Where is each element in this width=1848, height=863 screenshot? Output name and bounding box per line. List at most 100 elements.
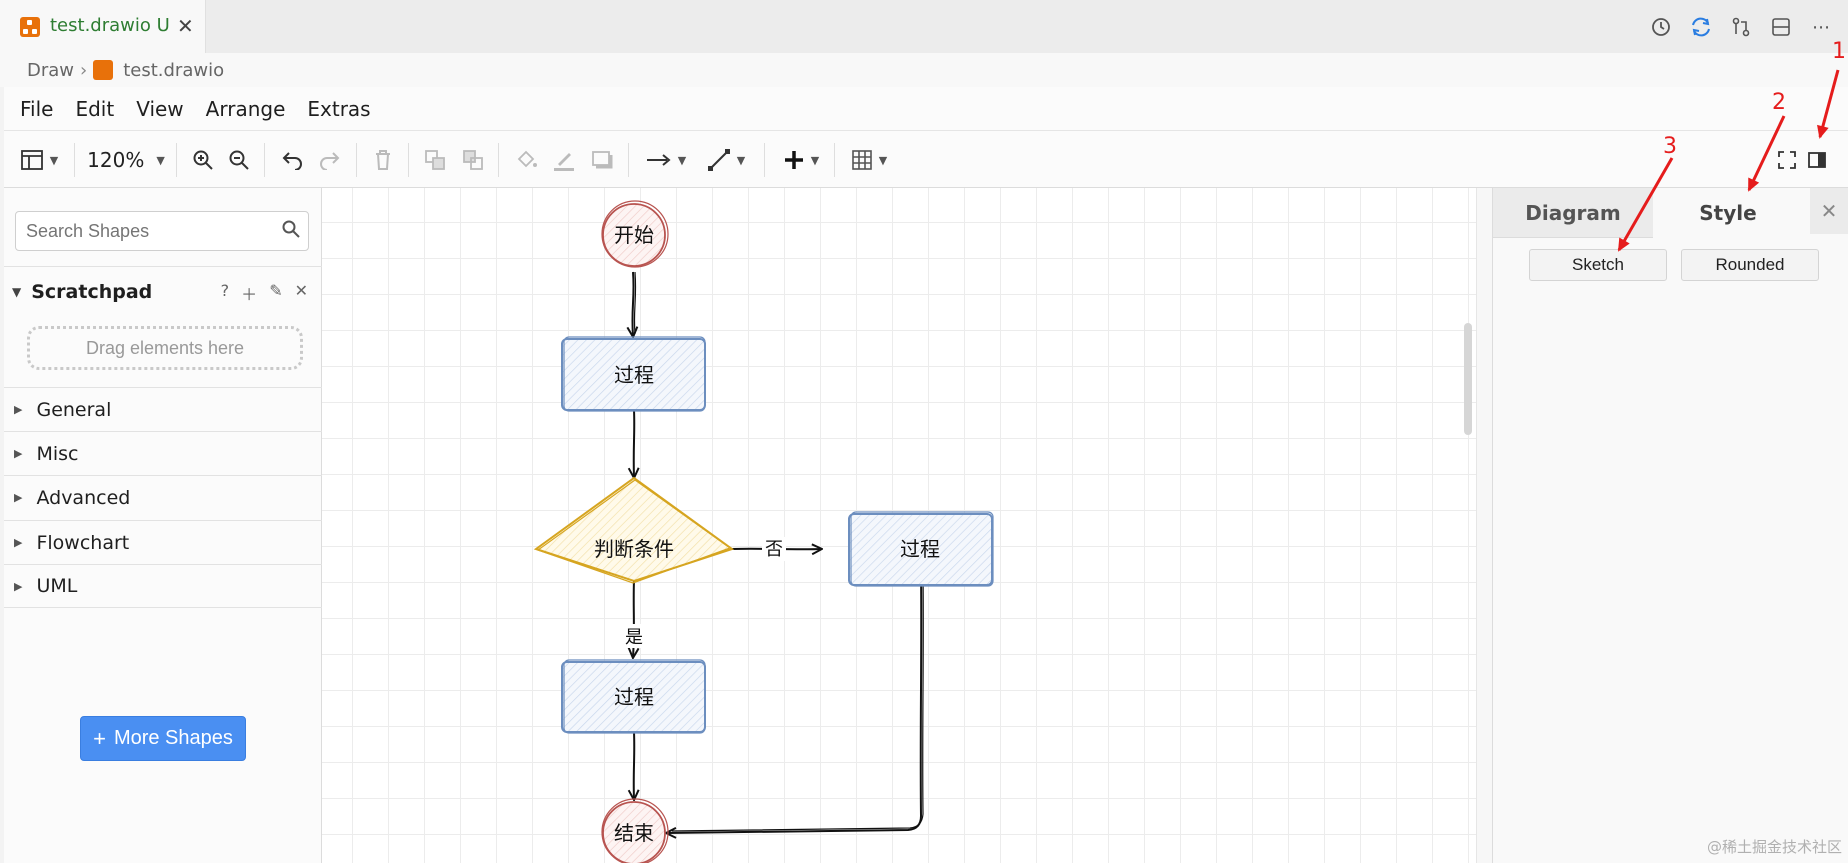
to-back-icon[interactable] [460,144,486,176]
shapes-sidebar: ▼ Scratchpad ? ＋ ✎ ✕ Drag elements here … [4,188,322,863]
edge-process-to-decision[interactable] [634,409,635,477]
connection-style-button[interactable]: ▼ [642,144,690,176]
edge-label-no: 否 [765,539,783,560]
canvas-scrollbar[interactable] [1464,323,1472,435]
menu-extras[interactable]: Extras [307,96,371,121]
caret-right-icon: ▶ [14,403,23,416]
fullscreen-icon[interactable] [1774,144,1800,176]
more-shapes-button[interactable]: + More Shapes [80,716,246,761]
category-flowchart[interactable]: ▶ Flowchart [4,520,322,564]
search-icon[interactable] [282,220,300,243]
fill-color-icon[interactable] [512,144,540,176]
process-node-2[interactable]: 过程 [561,659,706,734]
compare-changes-icon[interactable] [1726,12,1756,42]
category-label: Flowchart [36,531,130,554]
edge-start-to-process[interactable] [632,271,635,336]
zoom-out-icon[interactable] [226,144,252,176]
caret-right-icon: ▶ [14,536,23,549]
breadcrumb-root[interactable]: Draw [27,59,75,81]
delete-icon[interactable] [370,144,396,176]
start-node[interactable]: 开始 [601,200,669,268]
edge-lower-process-to-end[interactable] [634,731,635,799]
category-label: UML [36,575,78,597]
process-node-right[interactable]: 过程 [848,511,994,587]
rounded-button[interactable]: Rounded [1681,249,1819,281]
process-right-label: 过程 [900,537,940,561]
format-panel-toggle-icon[interactable] [1804,144,1830,176]
panels-icon [20,150,43,170]
insert-button[interactable]: ▼ [778,144,824,176]
start-label: 开始 [614,223,654,247]
edge-decision-to-lower-process[interactable] [633,579,634,657]
zoom-select[interactable]: 120%▼ [87,148,165,172]
line-color-icon[interactable] [550,144,578,176]
undo-icon[interactable] [278,144,306,176]
breadcrumb-file[interactable]: test.drawio [123,59,225,81]
zoom-in-icon[interactable] [190,144,216,176]
drawio-file-icon [93,60,114,80]
end-node[interactable]: 结束 [601,798,669,863]
diagonal-line-icon [707,149,730,171]
scratchpad-actions: ? ＋ ✎ ✕ [221,281,308,305]
plus-icon [784,151,803,169]
diagram-canvas[interactable]: 开始 过程 判断条件 过程 [322,188,1476,863]
process-node-1[interactable]: 过程 [561,336,706,412]
edit-icon[interactable]: ✎ [269,281,283,300]
category-general[interactable]: ▶ General [4,387,322,431]
chevron-right-icon: › [80,59,88,81]
caret-right-icon: ▶ [14,579,23,593]
category-label: General [36,398,112,421]
tab-label: test.drawio U [50,15,170,36]
close-icon[interactable]: ✕ [294,281,308,300]
more-shapes-label: More Shapes [113,727,233,749]
toolbar: ▼ 120%▼ [4,131,1848,188]
tab-style[interactable]: Style [1653,188,1803,238]
split-editor-icon[interactable] [1766,12,1796,42]
watermark: @稀土掘金技术社区 [1706,838,1842,856]
format-panel: Diagram Style ✕ Sketch Rounded [1492,188,1848,863]
add-icon[interactable]: ＋ [241,285,258,304]
drawio-editor: File Edit View Arrange Extras ▼ 120%▼ [4,87,1848,863]
more-actions-icon[interactable]: ⋯ [1812,16,1830,38]
arrow-right-icon [646,154,671,166]
caret-right-icon: ▶ [14,447,23,460]
editor-tab-bar: test.drawio U ✕ ⋯ [0,0,1848,53]
waypoint-style-button[interactable]: ▼ [702,144,750,176]
process2-label: 过程 [614,685,654,709]
plus-icon: + [93,725,106,751]
sketch-button[interactable]: Sketch [1529,249,1667,281]
caret-right-icon: ▶ [14,491,23,504]
sync-icon[interactable] [1686,12,1716,42]
history-icon[interactable] [1646,12,1676,42]
redo-icon[interactable] [316,144,344,176]
drawio-file-icon [20,17,40,37]
category-misc[interactable]: ▶ Misc [4,431,322,475]
caret-down-icon: ▼ [12,284,22,299]
table-button[interactable]: ▼ [846,144,892,176]
shadow-icon[interactable] [588,144,616,176]
editor-tab-test-drawio[interactable]: test.drawio U ✕ [0,0,206,53]
close-icon[interactable]: ✕ [1810,188,1848,234]
tab-diagram[interactable]: Diagram [1493,188,1653,238]
decision-node[interactable]: 判断条件 [533,476,735,584]
end-label: 结束 [614,821,654,845]
to-front-icon[interactable] [422,144,448,176]
scratchpad-dropzone[interactable]: Drag elements here [27,326,303,370]
category-advanced[interactable]: ▶ Advanced [4,475,322,519]
scratchpad-header[interactable]: ▼ Scratchpad ? ＋ ✎ ✕ [4,266,322,316]
menu-arrange[interactable]: Arrange [205,96,286,121]
close-icon[interactable]: ✕ [177,14,194,38]
decision-label: 判断条件 [594,537,674,561]
category-uml[interactable]: ▶ UML [4,564,322,608]
process1-label: 过程 [614,363,654,387]
help-icon[interactable]: ? [220,281,230,300]
edge-right-process-to-end[interactable] [667,570,924,833]
menu-file[interactable]: File [20,96,54,121]
category-label: Advanced [36,486,131,509]
menu-view[interactable]: View [136,96,184,121]
search-input[interactable] [26,220,276,242]
menu-edit[interactable]: Edit [75,96,115,121]
category-label: Misc [36,442,79,465]
search-shapes[interactable] [15,211,309,251]
view-layout-button[interactable]: ▼ [16,144,62,176]
